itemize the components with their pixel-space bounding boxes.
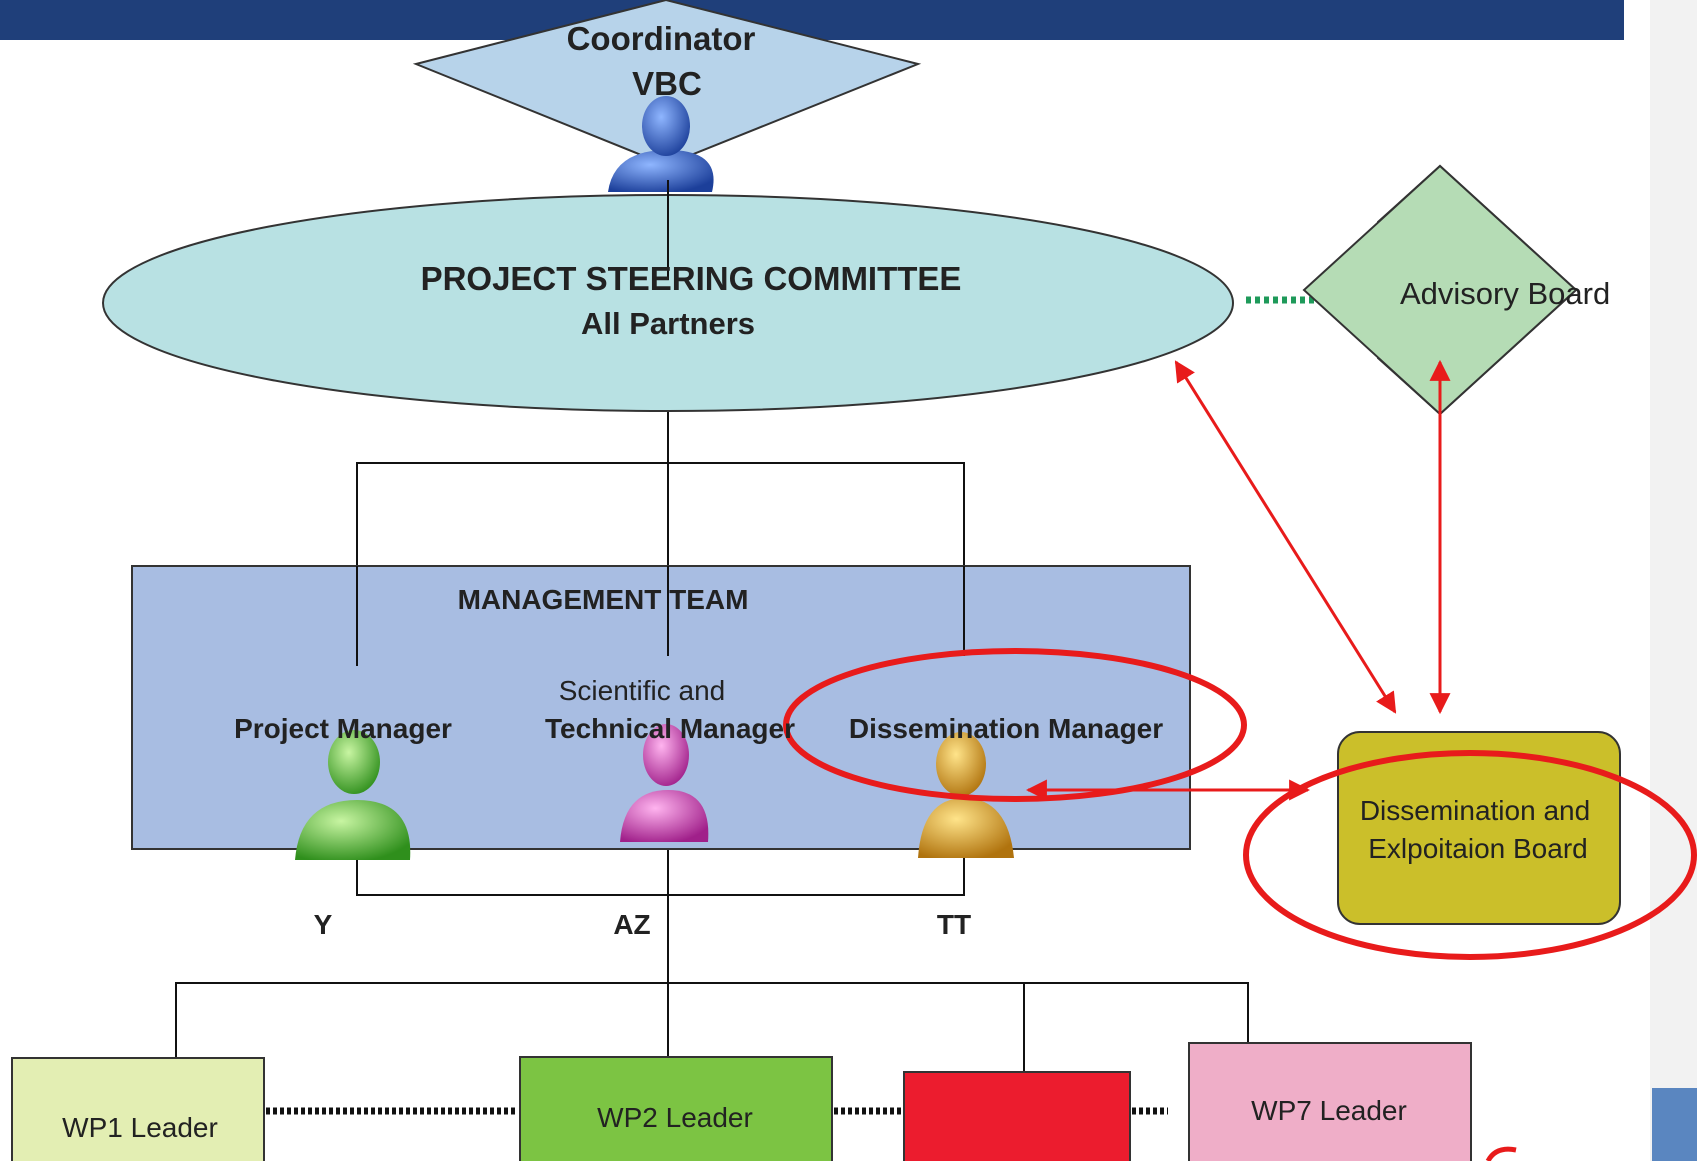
initials-stm: AZ [613,909,650,940]
project-manager-label: Project Manager [234,713,452,744]
initials-pm: Y [314,909,333,940]
dissemination-board-box [1337,731,1621,925]
corner-block [1652,1088,1697,1161]
management-connector-lines [356,566,965,666]
steering-committee-subtitle: All Partners [581,306,755,341]
wp7-leader-label: WP7 Leader [1251,1095,1407,1126]
technical-manager-icon [620,724,709,842]
coordinator-name: VBC [632,65,702,102]
dissemination-board-highlight [1243,750,1697,960]
project-manager-icon [295,730,411,860]
side-panel [1650,0,1697,1161]
red-arrows [1025,359,1451,801]
dissemination-manager-label: Dissemination Manager [849,713,1163,744]
dissemination-manager-icon [918,732,1014,858]
wp-red-box [903,1071,1131,1161]
initials-dm: TT [937,909,971,940]
management-team-title: MANAGEMENT TEAM [458,584,749,615]
wp2-leader-box [519,1056,833,1161]
technical-manager-label-line1: Scientific and [559,675,726,706]
coordinator-title: Coordinator [567,20,756,57]
header-bar [0,0,1624,40]
steering-committee-title: PROJECT STEERING COMMITTEE [421,260,962,297]
wp1-leader-box [11,1057,265,1161]
dissemination-board-line2: Exlpoitaion Board [1368,833,1587,864]
coordinator-person-icon [608,96,714,192]
wp1-leader-label: WP1 Leader [62,1112,218,1143]
technical-manager-label-line2: Technical Manager [545,713,795,744]
dissemination-board-line1: Dissemination and [1360,795,1590,826]
wp7-leader-box [1188,1042,1472,1161]
dissemination-manager-highlight [783,648,1247,802]
wp2-leader-label: WP2 Leader [597,1102,753,1133]
corner-highlight-fragment [1485,1146,1517,1161]
advisory-board-label: Advisory Board [1400,276,1610,311]
